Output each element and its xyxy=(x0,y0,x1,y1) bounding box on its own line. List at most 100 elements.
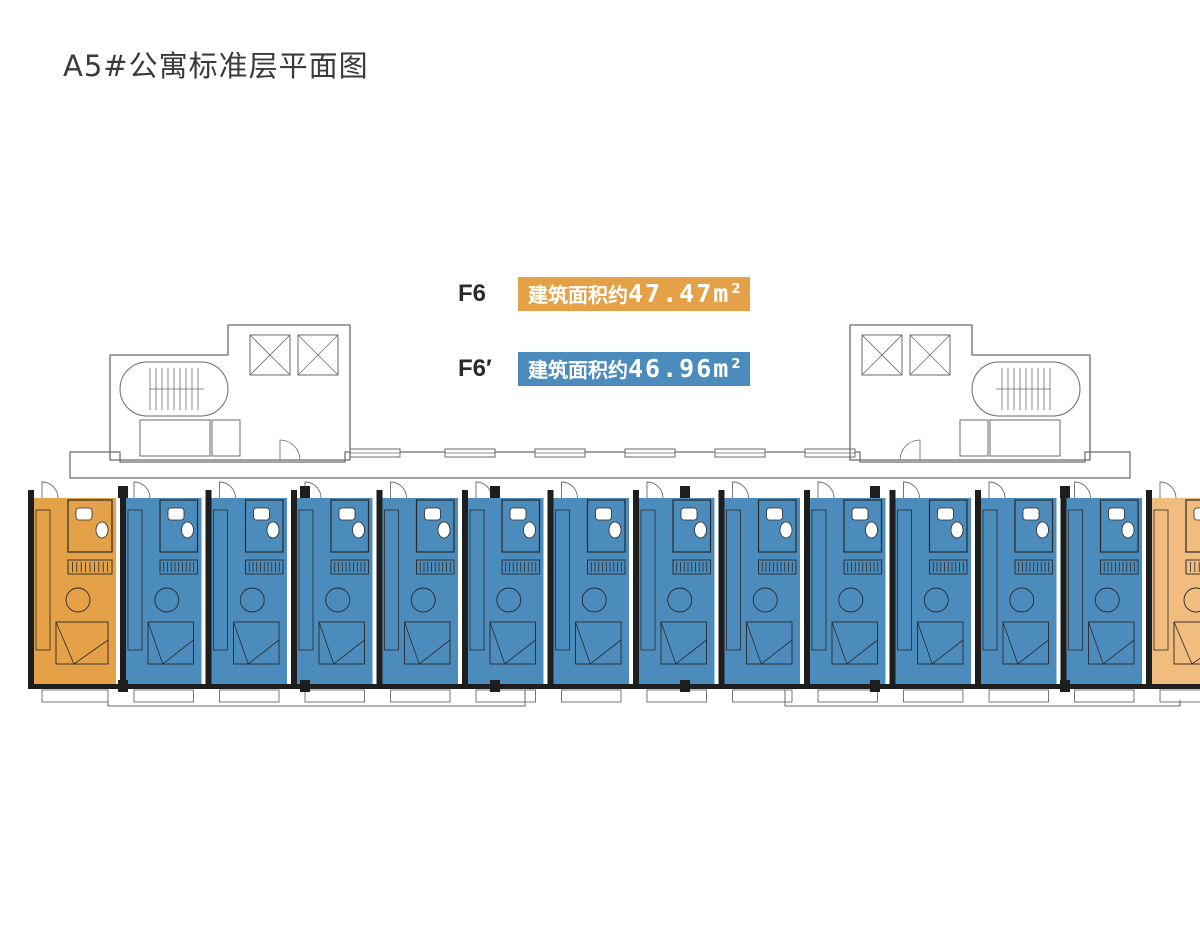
unit-wall-bottom xyxy=(291,684,377,689)
legend-f6-unit: m xyxy=(713,279,731,308)
core-block xyxy=(849,324,1091,461)
counter xyxy=(640,509,656,651)
counter xyxy=(298,509,314,651)
unit-wall-left xyxy=(889,490,896,688)
unit-wall-bottom xyxy=(376,684,462,689)
bathroom xyxy=(1014,499,1054,553)
legend-f6: F6 建筑面积约47.47m2 xyxy=(458,277,751,311)
structural-column xyxy=(490,680,500,692)
bed xyxy=(1002,621,1049,665)
bed xyxy=(233,621,280,665)
elevator-left-cross xyxy=(249,334,291,376)
washbasin xyxy=(1108,507,1125,521)
bathroom xyxy=(244,499,284,553)
wardrobe xyxy=(416,559,455,575)
unit-1 xyxy=(28,481,120,703)
corridor-outline xyxy=(69,451,1131,479)
unit-wall-left xyxy=(547,490,554,688)
bathroom xyxy=(672,499,712,553)
legend-f6-prime: F6′ 建筑面积约46.96m2 xyxy=(458,352,751,386)
entry-door xyxy=(1159,481,1177,499)
structural-column xyxy=(870,680,880,692)
structural-column xyxy=(680,486,690,498)
legend-f6-prime-value: 46.96 xyxy=(628,354,714,383)
wardrobe xyxy=(159,559,198,575)
unit-11 xyxy=(889,481,975,703)
balcony xyxy=(732,689,793,703)
shaft-room xyxy=(211,419,241,457)
bathroom xyxy=(757,499,797,553)
page-title: A5#公寓标准层平面图 xyxy=(63,49,369,83)
bathroom xyxy=(415,499,455,553)
balcony xyxy=(988,689,1049,703)
unit-wall-left xyxy=(376,490,383,688)
bed xyxy=(489,621,536,665)
unit-14 xyxy=(1146,481,1200,703)
elevator-right-cross xyxy=(297,334,339,376)
unit-8 xyxy=(633,481,719,703)
entry-door xyxy=(1074,481,1091,499)
balcony xyxy=(219,689,280,703)
core-outline xyxy=(109,324,351,461)
legend-f6-prime-code: F6′ xyxy=(458,355,492,382)
counter xyxy=(384,509,399,651)
balcony xyxy=(1159,689,1200,703)
legend-f6-unit-sup: 2 xyxy=(731,282,741,297)
bathroom xyxy=(843,499,883,553)
bathroom xyxy=(67,499,113,553)
washbasin xyxy=(509,507,527,521)
bed-cover xyxy=(1173,621,1200,665)
bed-cover xyxy=(1002,621,1049,665)
balcony xyxy=(903,689,964,703)
unit-wall-left xyxy=(718,490,725,688)
unit-wall-bottom xyxy=(547,684,633,689)
unit-wall-bottom xyxy=(633,684,719,689)
table xyxy=(239,587,265,613)
toilet xyxy=(694,521,707,539)
balcony xyxy=(817,689,878,703)
entry-door xyxy=(817,481,835,499)
bed xyxy=(746,621,793,665)
structural-column xyxy=(680,680,690,692)
service-room xyxy=(989,419,1061,457)
bathroom xyxy=(1185,499,1200,553)
structural-column xyxy=(300,680,310,692)
bed xyxy=(1173,621,1200,665)
table xyxy=(1009,587,1035,613)
balcony xyxy=(133,689,194,703)
core-outline xyxy=(849,324,1091,461)
bed-cover xyxy=(1088,621,1135,665)
table xyxy=(838,587,864,613)
entry-door xyxy=(475,481,493,499)
toilet xyxy=(266,521,280,539)
unit-5 xyxy=(376,481,462,703)
toilet xyxy=(95,521,109,539)
elevator-left xyxy=(909,334,951,376)
bed-cover xyxy=(575,621,622,665)
washbasin xyxy=(937,507,954,521)
toilet xyxy=(352,521,365,539)
toilet xyxy=(1121,521,1135,539)
unit-4 xyxy=(291,481,377,703)
unit-wall-left xyxy=(291,490,297,688)
structural-column xyxy=(118,680,128,692)
wardrobe xyxy=(1014,559,1053,575)
unit-wall-left xyxy=(205,490,212,688)
table xyxy=(496,587,522,613)
unit-12 xyxy=(975,481,1061,703)
table xyxy=(923,587,949,613)
bed-cover xyxy=(233,621,280,665)
toilet xyxy=(865,521,878,539)
table xyxy=(667,587,693,613)
unit-7 xyxy=(547,481,633,703)
unit-wall-bottom xyxy=(804,684,890,689)
unit-wall-left xyxy=(633,490,639,688)
counter xyxy=(469,509,485,651)
wardrobe xyxy=(501,559,540,575)
toilet xyxy=(437,521,451,539)
table xyxy=(65,587,91,613)
unit-wall-bottom xyxy=(1146,684,1200,689)
toilet xyxy=(608,521,622,539)
unit-wall-bottom xyxy=(120,684,206,689)
